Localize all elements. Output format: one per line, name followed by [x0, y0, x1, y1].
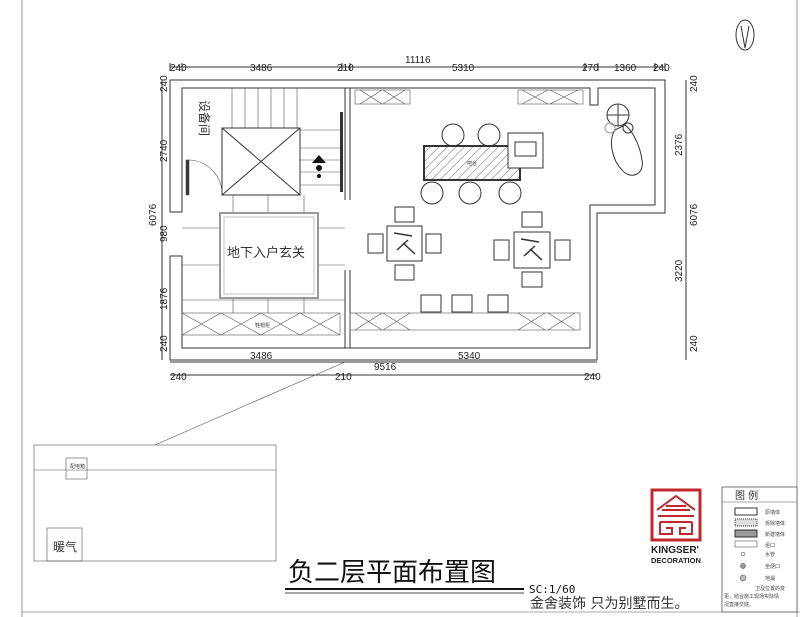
walls: [169, 79, 666, 361]
dining-table-right: [493, 211, 571, 288]
room-label-entry-hall: 地下入户玄关: [227, 245, 305, 261]
dim-right-3220: 3220: [674, 259, 685, 282]
bar-counter: [423, 145, 521, 181]
dim-top-240-right: 240: [653, 63, 670, 74]
wall-cabinets: [349, 89, 584, 331]
dim-left-240: 240: [159, 75, 170, 92]
detail-leader-line: [154, 361, 346, 446]
legend-note: 卫及位置的变: [755, 585, 785, 592]
dim-top-240: 240: [170, 63, 187, 74]
dim-left-1876: 1876: [159, 287, 170, 310]
dim-left-total: 6076: [148, 203, 159, 226]
toilet-outlet-icon: [740, 563, 746, 569]
sheet-frame: [21, 0, 800, 617]
dim-top-1360: 1360: [614, 63, 637, 74]
floor-drain-icon: [739, 574, 747, 582]
dim-bottom-210: 210: [335, 372, 352, 383]
dim-right-total: 6076: [689, 203, 700, 226]
dim-top-270: 270: [582, 63, 599, 74]
room-label-equipment: 设备间: [197, 100, 211, 136]
legend-label: 原墙体: [765, 509, 780, 516]
rockery-plant-icon: [604, 103, 643, 176]
shoe-cabinet: [181, 312, 341, 336]
entry-rug: [219, 212, 319, 299]
detail-inset: [33, 444, 277, 562]
drawing-scale: SC:1/60: [529, 583, 575, 596]
stair-zone: [231, 88, 340, 186]
north-arrow-icon: [735, 19, 755, 51]
dim-bottom-total: 9516: [374, 362, 397, 373]
legend: 图 例 原墙体 拆除墙体 新建墙体 垭口 水管 坐便口 地漏 卫及位置的变 更，…: [721, 486, 798, 613]
door-equipment-room: [185, 159, 223, 196]
legend-symbol-original-wall: [734, 507, 758, 516]
dimension-lines: [161, 63, 687, 376]
dim-bottom-240: 240: [170, 372, 187, 383]
dim-top-3486: 3486: [250, 63, 273, 74]
dim-top-5310: 5310: [452, 63, 475, 74]
legend-symbol-new-wall: [734, 529, 758, 538]
dim-top-total: 11116: [405, 55, 431, 66]
kingser-logo: KINGSER' DECORATION: [650, 488, 702, 565]
legend-symbol-opening: [734, 540, 758, 548]
logo-text-kingser: KINGSER': [651, 545, 699, 556]
dim-top-210: 210: [337, 63, 354, 74]
label-shoe-cabinet: 鞋帽柜: [255, 322, 270, 329]
window: [340, 112, 343, 192]
elevator-shaft: [221, 127, 301, 196]
label-distribution-box: 配电箱: [70, 463, 85, 470]
legend-label: 垭口: [765, 542, 775, 549]
legend-label: 拆除墙体: [765, 520, 785, 527]
legend-note: 更，结合施工现场实际情: [724, 593, 779, 600]
label-bar: 吧台: [467, 160, 477, 167]
stair-direction-arrow-icon: [312, 155, 326, 178]
legend-note: 况直接交底。: [724, 601, 754, 608]
legend-label: 新建墙体: [765, 531, 785, 538]
sink-icon: [507, 132, 544, 169]
drawing-title: 负二层平面布置图: [288, 558, 496, 588]
dim-right-240-bottom: 240: [689, 335, 700, 352]
bar-stools: [420, 123, 522, 205]
dim-right-2376: 2376: [674, 133, 685, 156]
dim-bottom-5340: 5340: [458, 351, 481, 362]
dim-left-2740: 2740: [159, 139, 170, 162]
water-pipe-icon: [740, 551, 746, 557]
label-heating: 暖气: [53, 539, 77, 554]
sofa-chairs: [420, 294, 509, 313]
legend-label: 坐便口: [765, 563, 780, 570]
dim-bottom-3486: 3486: [250, 351, 273, 362]
dim-left-240-bottom: 240: [159, 335, 170, 352]
legend-title: 图 例: [735, 489, 758, 502]
dim-left-980: 980: [159, 225, 170, 242]
dim-right-240: 240: [689, 75, 700, 92]
brand-slogan: 金舍装饰 只为别墅而生。: [530, 596, 688, 612]
legend-label: 地漏: [765, 575, 775, 582]
dining-table-left: [367, 206, 442, 281]
dim-bottom-240-right: 240: [584, 372, 601, 383]
dimension-labels: 240 3486 210 11116 5310 270 1360 240 348…: [148, 55, 700, 383]
legend-label: 水管: [765, 551, 775, 558]
legend-symbol-demolished-wall: [734, 518, 758, 527]
logo-text-decoration: DECORATION: [651, 556, 701, 565]
